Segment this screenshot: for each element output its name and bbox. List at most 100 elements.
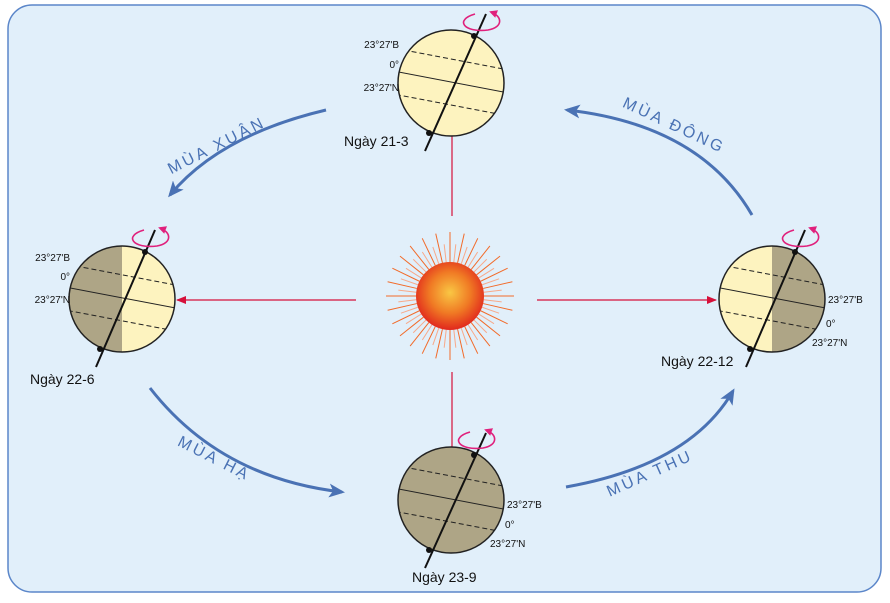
sun-ray <box>464 326 479 354</box>
tropic-north-line <box>398 463 504 489</box>
label-tropic-south: 23°27'N <box>812 338 847 349</box>
sun-ray <box>476 316 501 337</box>
label-tropic-south: 23°27'N <box>35 295 70 306</box>
earth-sep23: 23°27'B 0° 23°27'N Ngày 23-9 <box>397 428 542 585</box>
earth-jun22: 23°27'B 0° 23°27'N Ngày 22-6 <box>30 226 176 387</box>
earth-lit-side <box>398 30 504 136</box>
sun-ray <box>412 258 427 273</box>
label-tropic-south: 23°27'N <box>490 539 525 550</box>
sun-rays <box>386 232 514 360</box>
orbit-arrow-autumn <box>565 388 735 489</box>
sun-ray <box>387 281 417 289</box>
sun-ray <box>457 329 465 359</box>
sun-ray <box>473 258 488 273</box>
equator-line <box>398 486 504 512</box>
sun-ray <box>443 244 447 263</box>
sun-ray <box>405 313 422 325</box>
sun-ray <box>478 313 495 325</box>
sun-ray <box>464 238 479 266</box>
label-equator: 0° <box>505 520 515 531</box>
south-pole-dot <box>747 346 753 352</box>
date-label-sep23: Ngày 23-9 <box>412 569 477 585</box>
sun-ray <box>443 329 447 348</box>
sun-ray <box>392 310 420 325</box>
sun-ray <box>421 251 433 268</box>
sun-ray <box>470 322 491 347</box>
tropic-north-line <box>69 262 175 288</box>
date-label-mar21: Ngày 21-3 <box>344 133 409 149</box>
tropic-south-line <box>398 92 504 118</box>
sun-icon <box>386 232 514 360</box>
sun-ray <box>470 245 491 270</box>
earth-outline <box>397 29 505 137</box>
label-equator: 0° <box>826 319 836 330</box>
sun-ray <box>412 319 427 334</box>
sun-ray <box>460 327 468 346</box>
label-tropic-north: 23°27'B <box>828 295 863 306</box>
orbit-arrow-summer <box>148 387 345 498</box>
rotation-arrow-icon <box>131 226 170 248</box>
orbit-arrow-spring <box>168 108 327 198</box>
sun-ray <box>467 324 479 341</box>
earth-outline <box>718 245 826 353</box>
sun-ray <box>400 278 419 286</box>
sun-ray <box>400 306 419 314</box>
sun-ray <box>392 267 420 282</box>
sun-ray <box>481 306 500 314</box>
sun-ray <box>467 251 479 268</box>
tropic-north-line <box>719 262 825 288</box>
sun-ray <box>480 310 508 325</box>
sun-ray <box>476 255 501 276</box>
sun-ray <box>432 246 440 265</box>
sun-ray <box>405 267 422 279</box>
date-label-dec22: Ngày 22-12 <box>661 353 734 369</box>
sun-ray <box>409 322 430 347</box>
equator-line <box>719 285 825 311</box>
sun-ray <box>457 233 465 263</box>
sun-ray <box>398 299 417 303</box>
sun-ray <box>473 319 488 334</box>
sun-ray <box>483 289 502 293</box>
sun-ray <box>483 303 513 311</box>
tropic-south-line <box>398 509 504 535</box>
sun-ray <box>399 255 424 276</box>
earth-outline <box>397 446 505 554</box>
sun-ray <box>483 281 513 289</box>
rotation-arrow-icon <box>781 226 820 248</box>
earth-dark-side <box>398 447 504 553</box>
label-equator: 0° <box>60 272 70 283</box>
sun-ray <box>387 303 417 311</box>
equator-line <box>398 69 504 95</box>
sun-ray <box>398 289 417 293</box>
sun-ray <box>480 267 508 282</box>
north-pole-dot <box>471 33 477 39</box>
sun-ray <box>421 326 436 354</box>
sun-ray <box>453 244 457 263</box>
label-tropic-north: 23°27'B <box>35 253 70 264</box>
south-pole-dot <box>426 130 432 136</box>
sun-ray <box>478 267 495 279</box>
south-pole-dot <box>97 346 103 352</box>
north-pole-dot <box>142 249 148 255</box>
south-pole-dot <box>426 547 432 553</box>
earth-mar21: 23°27'B 0° 23°27'N Ngày 21-3 <box>344 10 505 152</box>
sun-ray <box>432 327 440 346</box>
sun-ray <box>435 329 443 359</box>
label-tropic-north: 23°27'B <box>364 40 399 51</box>
orbit-arrow-winter <box>564 104 754 216</box>
north-pole-dot <box>471 452 477 458</box>
tropic-north-line <box>398 46 504 72</box>
rotation-arrow-icon <box>462 10 501 32</box>
label-tropic-north: 23°27'B <box>507 500 542 511</box>
equator-line <box>69 285 175 311</box>
label-equator: 0° <box>389 60 399 71</box>
sun-ray <box>453 329 457 348</box>
date-label-jun22: Ngày 22-6 <box>30 371 95 387</box>
sun-ray <box>460 246 468 265</box>
sun-ray <box>409 245 430 270</box>
sun-ray <box>483 299 502 303</box>
earth-outline <box>68 245 176 353</box>
sun-ray <box>421 238 436 266</box>
